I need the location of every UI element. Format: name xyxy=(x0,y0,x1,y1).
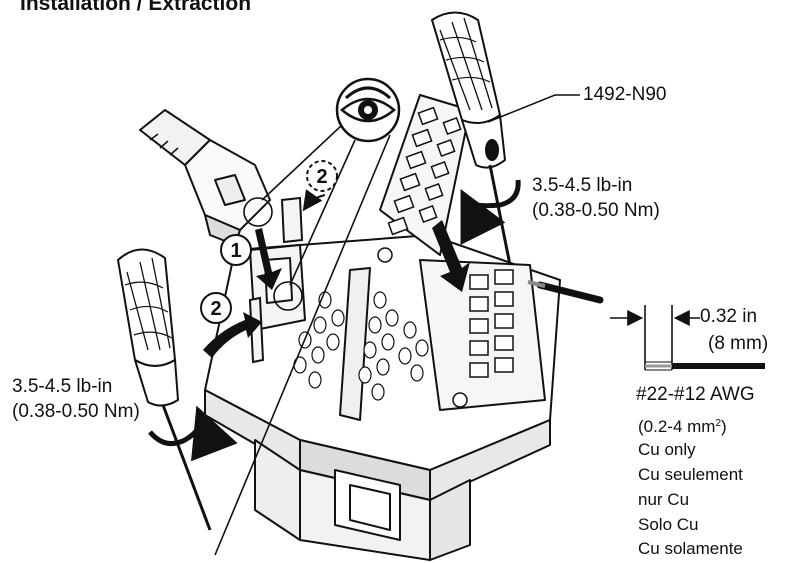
step-badge-1: 1 xyxy=(230,240,241,262)
connector-plug-icon xyxy=(139,109,271,246)
insert-arrows xyxy=(203,220,470,358)
torque-right-line1: 3.5-4.5 lb-in xyxy=(532,175,633,196)
strip-dimension xyxy=(610,305,765,371)
strip-length-mm: (8 mm) xyxy=(708,333,769,354)
copper-only-de: nur Cu xyxy=(638,490,690,509)
diagram-title: Installation / Extraction xyxy=(20,0,252,15)
sight-lines xyxy=(214,124,391,556)
wire-size-mm-superscript: 2 xyxy=(715,418,722,429)
part-leader-line xyxy=(487,94,580,123)
terminal-block-module xyxy=(204,94,561,561)
latch-arrow xyxy=(302,189,326,212)
copper-only-fr: Cu seulement xyxy=(638,465,743,484)
wire-size-mm: (0.2-4 mm2) xyxy=(638,412,727,439)
torque-left-line2: (0.38-0.50 Nm) xyxy=(12,401,140,422)
wire-size-mm-text: (0.2-4 mm xyxy=(638,417,716,436)
eye-icon xyxy=(335,77,401,143)
wire xyxy=(527,280,604,304)
wire-gauge-label: #22-#12 AWG xyxy=(636,384,755,405)
copper-only-es: Cu solamente xyxy=(638,539,743,558)
torque-left-line1: 3.5-4.5 lb-in xyxy=(12,376,113,397)
strip-length-in: 0.32 in xyxy=(700,306,758,327)
terminal-screws xyxy=(377,106,514,408)
step-badge-2-dashed: 2 xyxy=(316,166,327,188)
copper-only-it: Solo Cu xyxy=(638,515,699,534)
copper-only-en: Cu only xyxy=(638,440,696,459)
torque-right-line2: (0.38-0.50 Nm) xyxy=(532,200,660,221)
step-badges xyxy=(200,160,338,324)
screwdriver-icon xyxy=(431,11,512,266)
connector-latch xyxy=(248,196,304,364)
step-badge-2: 2 xyxy=(210,298,221,320)
part-number-label: 1492-N90 xyxy=(583,84,667,105)
screwdriver-icon-left xyxy=(117,248,212,531)
indicator-pegs xyxy=(293,291,429,401)
rotation-arrow-icon-left xyxy=(148,405,238,462)
wire-size-mm-close: ) xyxy=(721,417,727,436)
rotation-arrow-icon xyxy=(460,179,521,245)
